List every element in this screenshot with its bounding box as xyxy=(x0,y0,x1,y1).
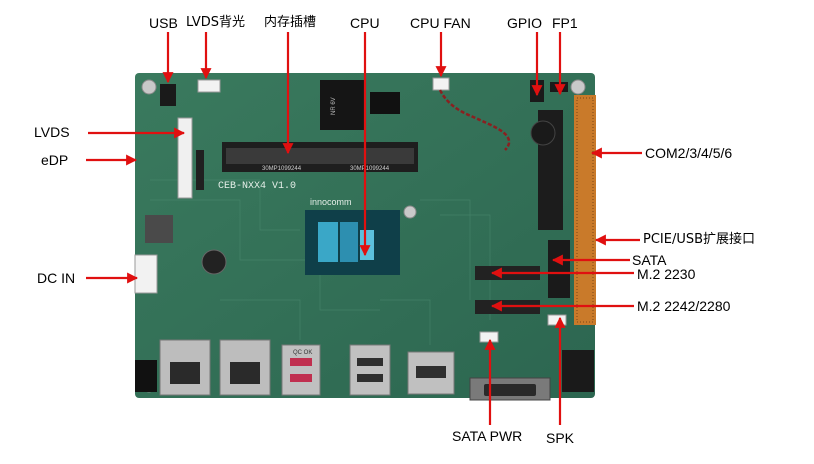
label-spk: SPK xyxy=(546,430,575,446)
label-gpio: GPIO xyxy=(507,15,543,31)
ram-label-right: 30MP1099244 xyxy=(350,166,390,172)
fan-wires xyxy=(438,89,511,151)
cpu-fan-connector xyxy=(432,77,450,91)
label-fp1: FP1 xyxy=(552,15,578,31)
chip-label: NR 6V xyxy=(331,97,337,115)
label-pcie-usb: PCIE/USB扩展接口 xyxy=(643,232,756,247)
lan-port xyxy=(219,339,271,396)
fan-plug xyxy=(370,92,400,114)
label-memory-slot: 内存插槽 xyxy=(264,15,317,30)
usb-header xyxy=(160,84,176,106)
inductor xyxy=(145,215,173,243)
sata-connector xyxy=(548,240,570,298)
board-brand: innocomm xyxy=(310,197,352,207)
spk-connector xyxy=(547,314,567,326)
label-com: COM2/3/4/5/6 xyxy=(645,145,733,161)
buzzer xyxy=(530,120,556,146)
label-edp: eDP xyxy=(41,152,69,168)
lvds-connector xyxy=(177,117,193,199)
mounting-hole-icon xyxy=(403,205,417,219)
pcie-usb-connector xyxy=(574,95,596,325)
mounting-hole-icon xyxy=(570,79,586,95)
label-cpu-fan: CPU FAN xyxy=(410,15,471,31)
callout-arrows xyxy=(86,32,642,425)
dc-in-connector xyxy=(134,254,158,294)
lan-port xyxy=(159,339,211,396)
capacitor xyxy=(201,249,227,275)
ram-label-left: 30MP1099244 xyxy=(262,166,302,172)
memory-slot: 30MP1099244 30MP1099244 xyxy=(222,142,418,172)
edp-connector xyxy=(196,150,204,190)
audio-jack xyxy=(562,350,594,392)
label-cpu: CPU xyxy=(350,15,380,31)
cpu-chip xyxy=(305,210,400,275)
label-usb: USB xyxy=(149,15,178,31)
bios-chip xyxy=(320,80,366,130)
hdmi-port xyxy=(407,351,455,395)
usb-port xyxy=(349,344,391,396)
label-sata: SATA xyxy=(632,252,667,268)
board-model: CEB-NXX4 V1.0 xyxy=(218,181,296,192)
lan-led-label: QC OK xyxy=(293,350,312,356)
mounting-hole-icon xyxy=(141,79,157,95)
label-lvds-backlight: LVDS背光 xyxy=(186,15,245,30)
power-jack xyxy=(135,360,157,392)
label-sata-pwr: SATA PWR xyxy=(452,428,523,444)
lvds-backlight-connector xyxy=(197,79,221,93)
label-m2-2230: M.2 2230 xyxy=(637,266,696,282)
label-m2-2242: M.2 2242/2280 xyxy=(637,298,731,314)
serial-port xyxy=(469,377,551,401)
label-lvds: LVDS xyxy=(34,124,70,140)
label-dc-in: DC IN xyxy=(37,270,76,286)
usb3-port: QC OK xyxy=(281,344,321,396)
